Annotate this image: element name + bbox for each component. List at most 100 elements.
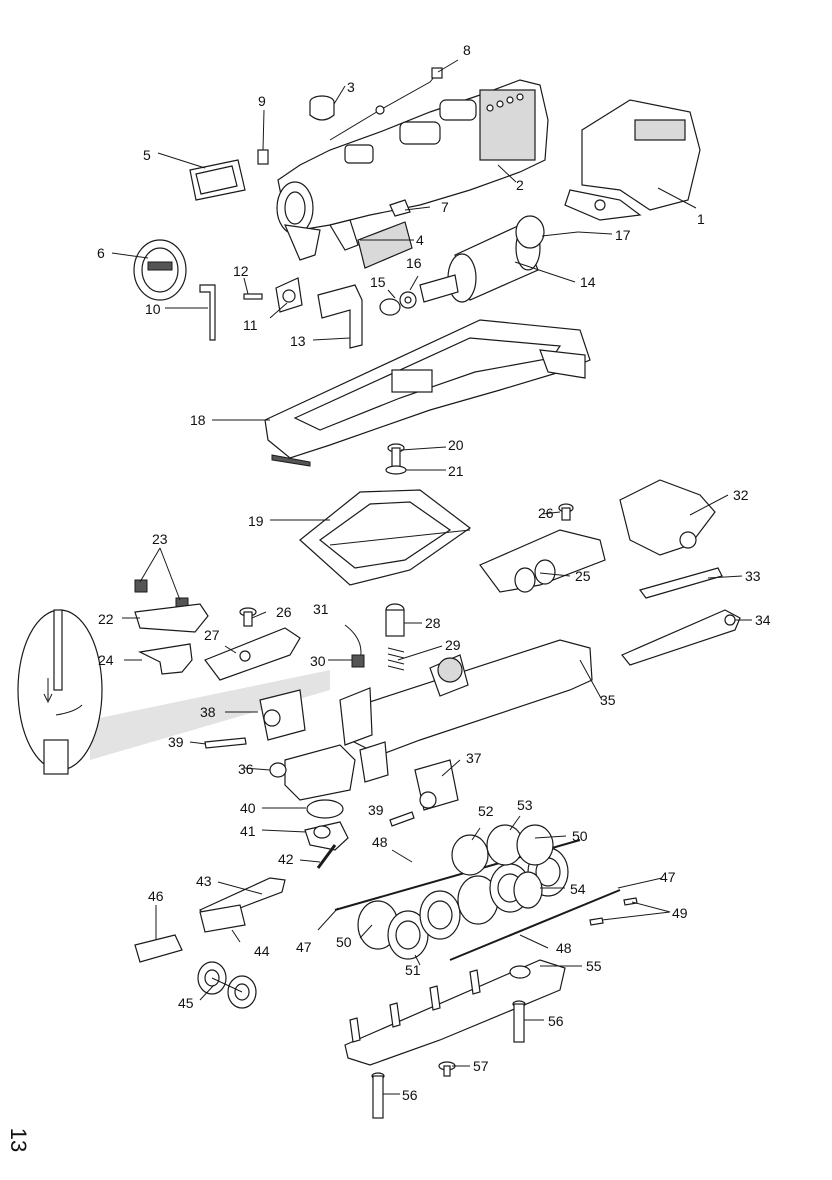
small-part-9 (257, 149, 269, 165)
callout-22: 22 (98, 611, 114, 627)
callout-4: 4 (416, 232, 424, 248)
callout-13: 13 (290, 333, 306, 349)
screw-part-26-b (239, 607, 257, 627)
pin-part-42 (316, 844, 337, 869)
contacts-part-23 (134, 579, 189, 611)
dome-part-3 (309, 95, 335, 121)
callout-29: 29 (445, 637, 461, 653)
callout-18: 18 (190, 412, 206, 428)
part-30 (351, 654, 365, 668)
frame-part-19 (299, 489, 472, 586)
detail-inset (17, 609, 330, 775)
bracket-part-44 (199, 904, 246, 933)
callout-23: 23 (152, 531, 168, 547)
callout-54: 54 (570, 881, 586, 897)
callout-28: 28 (425, 615, 441, 631)
driving-wheels-part-50 (357, 824, 569, 960)
boiler-body-part-2 (276, 79, 549, 261)
main-frame-part-35 (339, 639, 593, 783)
callout-48-a: 48 (372, 834, 388, 850)
flywheel-part-17 (515, 215, 579, 249)
callout-50-b: 50 (336, 934, 352, 950)
callout-36: 36 (238, 761, 254, 777)
page-number: 13 (6, 1127, 31, 1153)
callout-2: 2 (516, 177, 524, 193)
callout-40: 40 (240, 800, 256, 816)
frame-part-5 (189, 159, 246, 201)
callout-8: 8 (463, 42, 471, 58)
callout-47-a: 47 (660, 869, 676, 885)
gearbox-part-38 (259, 689, 306, 741)
callout-57: 57 (473, 1058, 489, 1074)
wheelset-part-45 (197, 961, 257, 1009)
lever-part-10 (199, 284, 216, 341)
screw-part-26-a (558, 503, 574, 521)
callout-35: 35 (600, 692, 616, 708)
pins-part-49 (589, 897, 638, 926)
callout-27: 27 (204, 627, 220, 643)
chassis-part-18 (264, 319, 591, 467)
callout-41: 41 (240, 823, 256, 839)
leader-lines (111, 59, 752, 1095)
handrail-part-8 (329, 67, 443, 141)
callout-labels: 1 2 3 4 5 6 7 8 9 10 11 12 13 14 15 16 1… (97, 42, 771, 1103)
callout-44: 44 (254, 943, 270, 959)
callout-20: 20 (448, 437, 464, 453)
screw-part-12 (243, 293, 263, 300)
callout-21: 21 (448, 463, 464, 479)
bracket-part-34 (621, 609, 741, 666)
callout-53: 53 (517, 797, 533, 813)
callout-49: 49 (672, 905, 688, 921)
callout-32: 32 (733, 487, 749, 503)
callout-12: 12 (233, 263, 249, 279)
callout-1: 1 (697, 211, 705, 227)
cap-part-28 (385, 603, 405, 637)
mechanism-part-25 (479, 529, 606, 593)
callout-19: 19 (248, 513, 264, 529)
axle-part-56-b (371, 1072, 385, 1119)
strip-part-33 (638, 567, 723, 599)
weight-part-13 (317, 284, 363, 349)
callout-24: 24 (98, 652, 114, 668)
callout-7: 7 (441, 199, 449, 215)
callout-55: 55 (586, 958, 602, 974)
disc-part-40 (306, 799, 344, 819)
callout-45: 45 (178, 995, 194, 1011)
callout-50-a: 50 (572, 828, 588, 844)
part-11 (275, 277, 303, 313)
axle-part-56-a (512, 1000, 526, 1043)
callout-6: 6 (97, 245, 105, 261)
callout-30: 30 (310, 653, 326, 669)
callout-3: 3 (347, 79, 355, 95)
cab-part-1 (564, 99, 701, 221)
screw-part-39-b (389, 811, 415, 827)
callout-16: 16 (406, 255, 422, 271)
callout-26-b: 26 (276, 604, 292, 620)
part-32 (619, 479, 716, 556)
callout-25: 25 (575, 568, 591, 584)
callout-17: 17 (615, 227, 631, 243)
smokebox-door-part-6 (133, 239, 187, 301)
callout-33: 33 (745, 568, 761, 584)
callout-51: 51 (405, 962, 421, 978)
callout-56-a: 56 (548, 1013, 564, 1029)
callout-39-a: 39 (168, 734, 184, 750)
callout-56-b: 56 (402, 1087, 418, 1103)
callout-46: 46 (148, 888, 164, 904)
gearbox-part-37 (414, 759, 459, 811)
callout-52: 52 (478, 803, 494, 819)
plate-part-22 (134, 603, 209, 633)
spring-part-29 (387, 647, 405, 671)
callout-39-b: 39 (368, 802, 384, 818)
callout-11: 11 (243, 317, 258, 333)
callout-9: 9 (258, 93, 266, 109)
spring-part-24 (138, 643, 193, 675)
callout-5: 5 (143, 147, 151, 163)
callout-14: 14 (580, 274, 596, 290)
assembly-part-36 (269, 744, 356, 801)
callout-37: 37 (466, 750, 482, 766)
bracket-part-41 (304, 821, 349, 851)
callout-42: 42 (278, 851, 294, 867)
callout-26-a: 26 (538, 505, 554, 521)
callout-10: 10 (145, 301, 161, 317)
